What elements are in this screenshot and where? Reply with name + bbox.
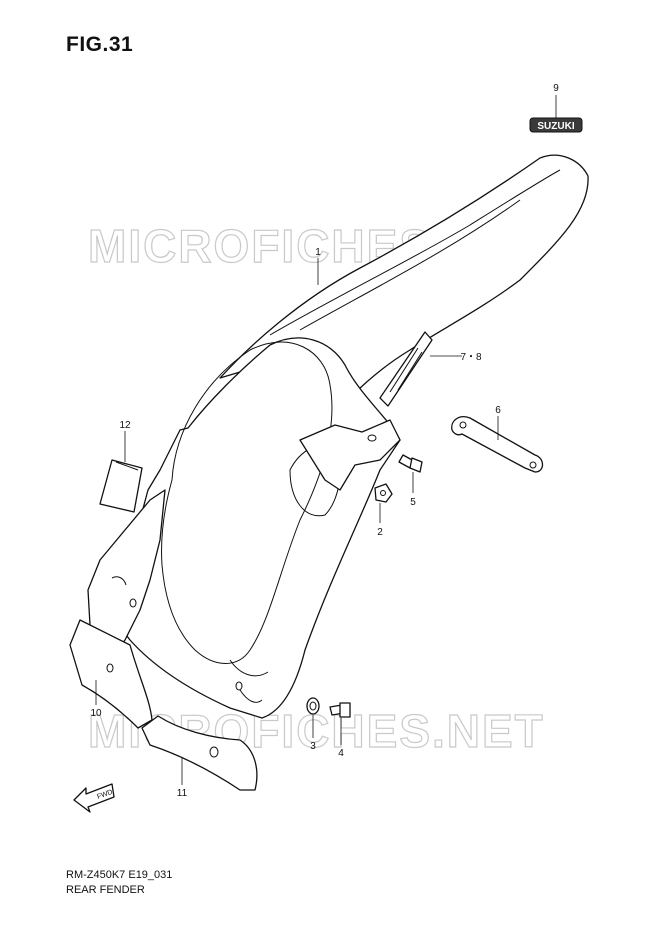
model-code: RM-Z450K7 E19_031 [66, 869, 173, 881]
callout-10: 10 [90, 708, 102, 719]
part-4-bolt [329, 702, 351, 718]
callout-7-8: 7・8 [460, 352, 482, 363]
part-2-nut [374, 483, 393, 503]
callout-1: 1 [315, 247, 321, 258]
part-7-8-decal [379, 331, 433, 407]
part-6-bracket [451, 416, 544, 473]
emblem-text: SUZUKI [537, 121, 574, 132]
forward-arrow-icon: FWD [73, 783, 115, 813]
callout-9: 9 [553, 83, 559, 94]
callout-6: 6 [495, 405, 501, 416]
callout-5: 5 [410, 497, 416, 508]
callout-11: 11 [177, 788, 188, 799]
figure-title: FIG.31 [66, 33, 134, 56]
callout-12: 12 [119, 420, 131, 431]
callout-4: 4 [338, 748, 344, 759]
callout-2: 2 [377, 527, 383, 538]
part-11-mudguard [141, 715, 258, 791]
part-12-pad [99, 459, 143, 513]
callout-3: 3 [310, 741, 316, 752]
part-9-emblem: SUZUKI [529, 117, 583, 133]
part-3-collar [306, 697, 320, 715]
part-1-rear-fender [87, 154, 589, 719]
part-5-bolt [398, 454, 423, 473]
figure-name: REAR FENDER [66, 884, 145, 896]
